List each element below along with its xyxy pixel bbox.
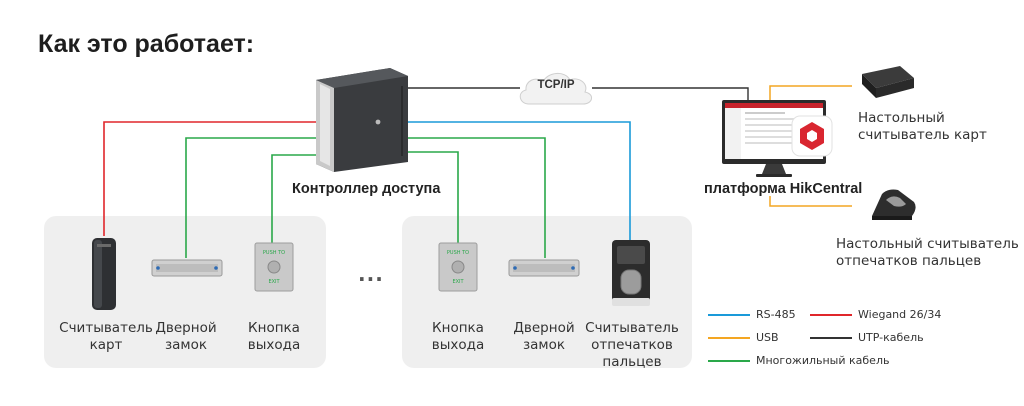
legend-label: UTP-кабель xyxy=(858,331,924,344)
desktop-fingerprint-reader-label: Настольный считыватель отпечатков пальце… xyxy=(836,236,1019,269)
legend-rs485: RS-485 xyxy=(708,308,796,321)
exit-button-right-label: Кнопка выхода xyxy=(431,320,485,353)
multicore-wire-button-right xyxy=(408,151,459,244)
exit-button-icon: PUSH TO EXIT xyxy=(254,242,294,292)
legend-wiegand: Wiegand 26/34 xyxy=(810,308,941,321)
card-reader-icon xyxy=(92,238,116,310)
legend-label: Wiegand 26/34 xyxy=(858,308,942,321)
cloud-icon xyxy=(519,73,592,105)
desktop-card-reader-icon xyxy=(862,66,914,98)
usb-wire-fp xyxy=(769,196,852,207)
desktop-fingerprint-reader-icon xyxy=(872,189,916,220)
page-title: Как это работает: xyxy=(38,30,255,58)
door-lock-right-icon xyxy=(508,259,580,277)
exit-button-text-top: PUSH TO xyxy=(263,250,285,256)
legend-label: USB xyxy=(756,331,779,344)
card-reader-label: Считыватель карт xyxy=(59,320,153,353)
rs485-wire xyxy=(408,121,631,240)
multicore-wire-lock-left xyxy=(185,137,316,258)
utp-wire-2 xyxy=(592,87,749,100)
legend-line xyxy=(708,336,750,339)
wiegand-wire xyxy=(103,121,316,236)
left-device-panel xyxy=(44,216,326,368)
door-lock-right-label: Дверной замок xyxy=(513,320,575,353)
multicore-wire-lock-right xyxy=(408,137,546,258)
desktop-card-reader-label: Настольный считыватель карт xyxy=(858,110,987,143)
hikcentral-monitor-icon xyxy=(722,100,833,177)
legend-usb: USB xyxy=(708,331,779,344)
controller-label: Контроллер доступа xyxy=(292,181,441,197)
usb-wire-card xyxy=(769,85,852,104)
exit-button-text-bottom: EXIT xyxy=(268,279,280,285)
legend-multicore: Многожильный кабель xyxy=(708,354,889,367)
door-lock-icon xyxy=(151,259,223,277)
legend-line xyxy=(708,359,750,362)
exit-button-right-text-top: PUSH TO xyxy=(447,250,469,256)
access-controller-icon xyxy=(316,68,408,172)
fingerprint-reader-icon xyxy=(612,240,650,306)
legend-line xyxy=(708,313,750,316)
multicore-wire-button-left xyxy=(271,154,316,244)
ellipsis: ... xyxy=(358,262,384,286)
legend-label: RS-485 xyxy=(756,308,796,321)
exit-button-right-icon: PUSH TO EXIT xyxy=(438,242,478,292)
fingerprint-reader-label: Считыватель отпечатков пальцев xyxy=(585,320,679,370)
legend-utp: UTP-кабель xyxy=(810,331,924,344)
legend-line xyxy=(810,313,852,316)
legend-label: Многожильный кабель xyxy=(756,354,890,367)
exit-button-right-text-bottom: EXIT xyxy=(452,279,464,285)
door-lock-label: Дверной замок xyxy=(155,320,217,353)
network-label: TCP/IP xyxy=(537,79,575,91)
legend-line xyxy=(810,336,852,339)
exit-button-label: Кнопка выхода xyxy=(247,320,301,353)
platform-label: платформа HikCentral xyxy=(704,181,863,197)
